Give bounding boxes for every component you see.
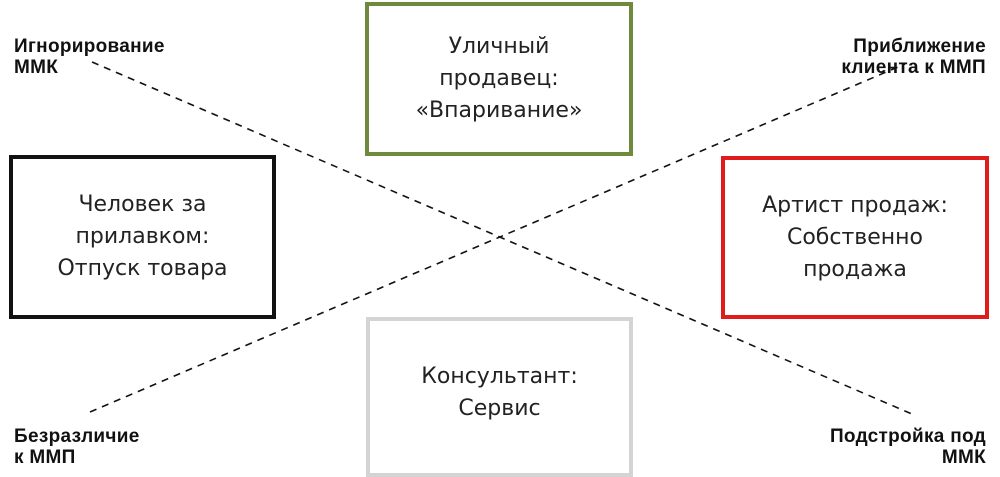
box-counter-person: Человек за прилавком: Отпуск товара (9, 155, 276, 319)
box-street-seller: Уличный продавец: «Впаривание» (365, 2, 633, 156)
axis-line-ignore-to-adjust (91, 61, 913, 415)
label-ignoring-mmk: Игнорирование ММК (14, 36, 165, 78)
axis-line-indifference-to-approach (89, 63, 906, 413)
box-consultant: Консультант: Сервис (366, 317, 633, 477)
label-indifference-mmp: Безразличие к ММП (14, 426, 140, 468)
box-sales-artist: Артист продаж: Собственно продажа (721, 156, 989, 319)
label-adjust-mmk: Подстройка под ММК (829, 426, 986, 468)
label-approach-mmp: Приближение клиента к ММП (841, 36, 986, 78)
